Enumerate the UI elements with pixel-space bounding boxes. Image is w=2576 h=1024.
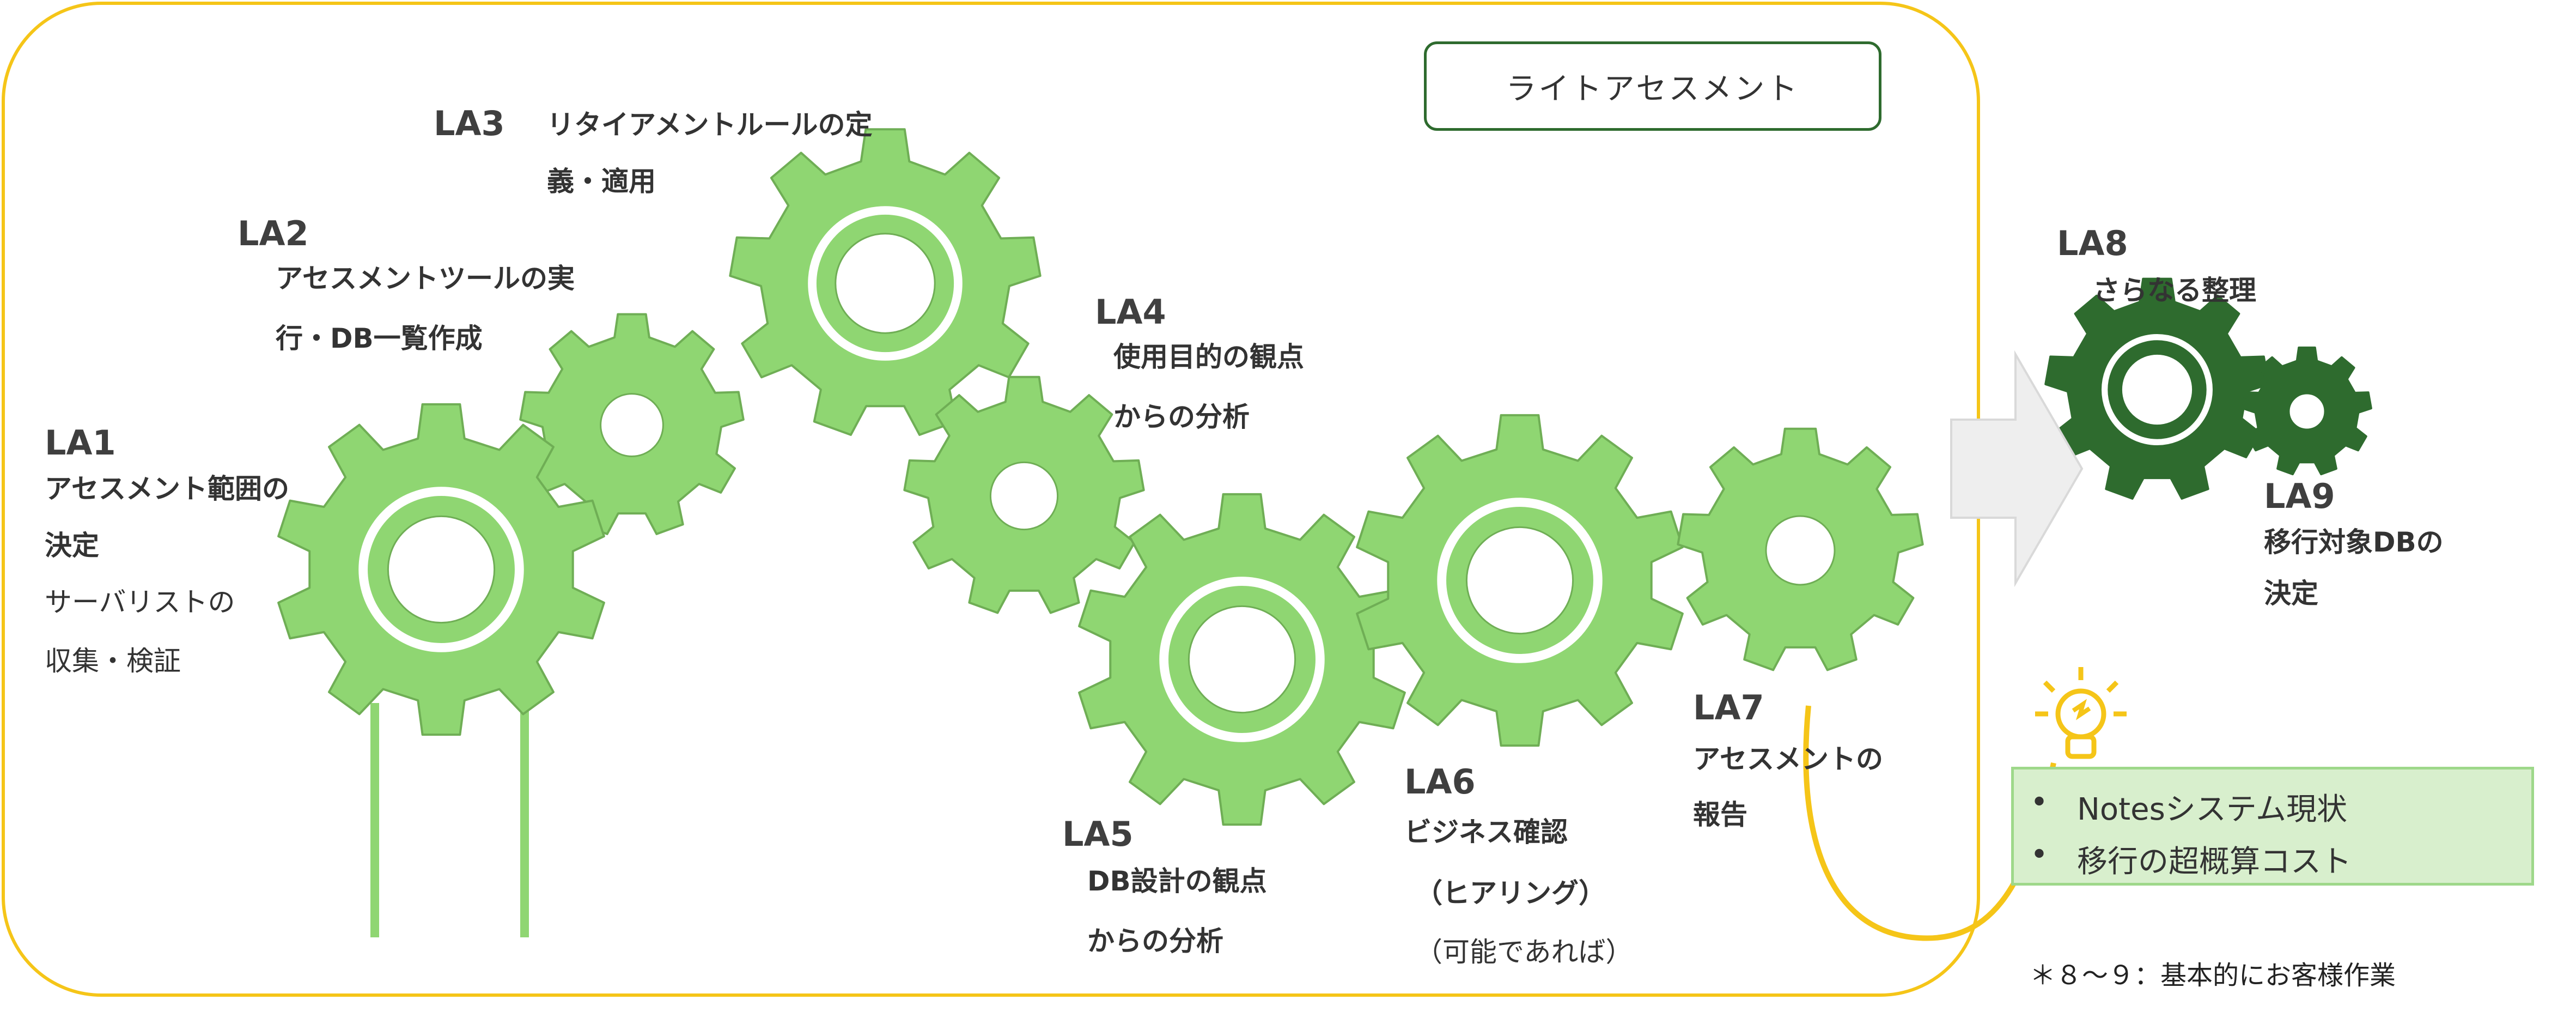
la1-desc-line3: サーバリストの <box>45 586 235 618</box>
la1-desc-line4: 収集・検証 <box>45 645 181 677</box>
gear-icon <box>2242 346 2372 476</box>
gear-icon <box>1677 427 1924 671</box>
la1-label: LA1 <box>45 423 116 463</box>
la8-desc-line1: さらなる整理 <box>2093 275 2256 306</box>
la4-desc-line1: 使用目的の観点 <box>1113 341 1304 373</box>
gear-icon <box>1356 414 1684 747</box>
la6-desc-line1: ビジネス確認 <box>1404 816 1568 848</box>
gear-icon <box>277 403 605 736</box>
la9-desc-line2: 決定 <box>2264 578 2318 609</box>
notes-list-item: • 移行の超概算コスト <box>2030 837 2352 881</box>
gear-icon <box>903 375 1145 614</box>
lightbulb-icon <box>2035 667 2127 759</box>
la7-desc-line1: アセスメントの <box>1693 743 1883 775</box>
la6-label: LA6 <box>1404 762 1476 802</box>
gear-icon <box>2044 277 2270 500</box>
gear-stand <box>370 703 529 937</box>
la6-desc-line2: （ヒアリング） <box>1415 877 1606 909</box>
la7-label: LA7 <box>1693 688 1764 728</box>
la3-label: LA3 <box>434 104 505 143</box>
la4-desc-line2: からの分析 <box>1113 401 1250 433</box>
la5-desc-line2: からの分析 <box>1087 925 1223 957</box>
la9-label: LA9 <box>2264 476 2335 516</box>
note-text: Notesシステム現状 <box>2077 792 2348 827</box>
note-bullet: • <box>2030 837 2049 872</box>
la3-desc-line2: 義・適用 <box>547 166 656 197</box>
footnote: ＊８～９：基本的にお客様作業 <box>2030 960 2396 991</box>
note-text: 移行の超概算コスト <box>2077 844 2352 880</box>
la3-desc-line1: リタイアメントルールの定 <box>547 109 873 141</box>
note-bullet: • <box>2030 785 2049 820</box>
la5-desc-line1: DB設計の観点 <box>1087 865 1267 897</box>
notes-box: • Notesシステム現状 • 移行の超概算コスト <box>2011 767 2534 886</box>
light-assessment-badge: ライトアセスメント <box>1424 41 1881 131</box>
la7-desc-line2: 報告 <box>1693 799 1747 831</box>
gear-group <box>277 128 2372 826</box>
la1-desc-line2: 決定 <box>45 530 99 561</box>
la9-desc-line1: 移行対象DBの <box>2264 526 2444 558</box>
la1-desc-line1: アセスメント範囲の <box>45 473 289 505</box>
la2-desc-line1: アセスメントツールの実 <box>276 263 575 294</box>
la2-label: LA2 <box>237 214 309 253</box>
notes-list-item: • Notesシステム現状 <box>2030 785 2347 829</box>
gear-icon <box>519 313 745 535</box>
gear-icon <box>1078 493 1406 826</box>
gear-icon <box>729 128 1042 436</box>
arrow-right-icon <box>1950 350 2084 587</box>
la5-label: LA5 <box>1062 814 1134 854</box>
la2-desc-line2: 行・DB一覧作成 <box>276 323 483 354</box>
la8-label: LA8 <box>2057 223 2128 263</box>
la6-desc-line3: （可能であれば） <box>1415 936 1633 968</box>
la4-label: LA4 <box>1095 292 1166 332</box>
